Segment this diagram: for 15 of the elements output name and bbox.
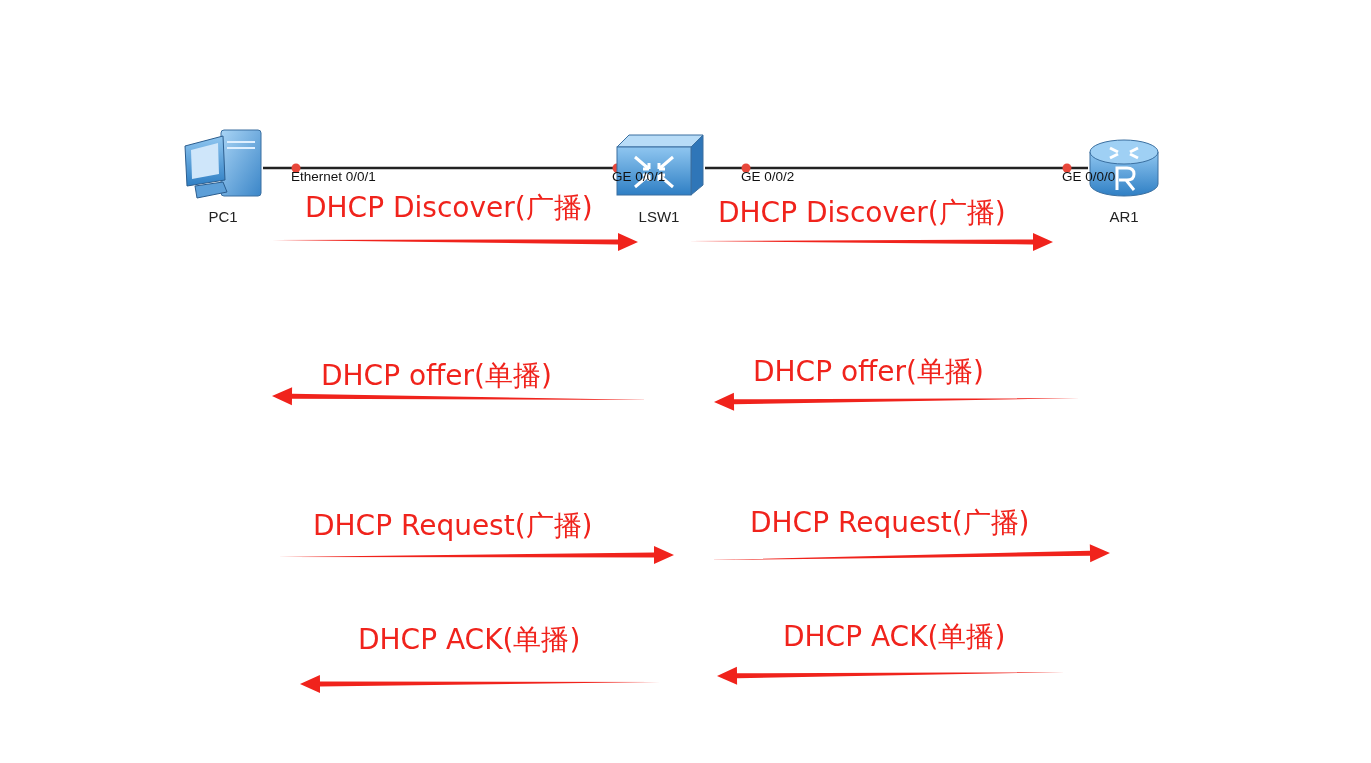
link-line: [705, 166, 1088, 170]
device-label: AR1: [1108, 208, 1140, 225]
link-line: [263, 166, 613, 170]
device-label: LSW1: [637, 208, 681, 225]
message-label: DHCP Discover(广播): [305, 191, 593, 225]
port-label: GE 0/0/2: [741, 169, 795, 184]
message-label: DHCP offer(单播): [321, 359, 552, 393]
device-label: PC1: [207, 208, 239, 225]
port-label: Ethernet 0/0/1: [291, 169, 376, 184]
message-label: DHCP offer(单播): [753, 355, 984, 389]
message-label: DHCP Request(广播): [313, 509, 593, 543]
message-label: DHCP ACK(单播): [783, 620, 1006, 654]
message-label: DHCP Discover(广播): [718, 196, 1006, 230]
message-label: DHCP Request(广播): [750, 506, 1030, 540]
message-label: DHCP ACK(单播): [358, 623, 581, 657]
